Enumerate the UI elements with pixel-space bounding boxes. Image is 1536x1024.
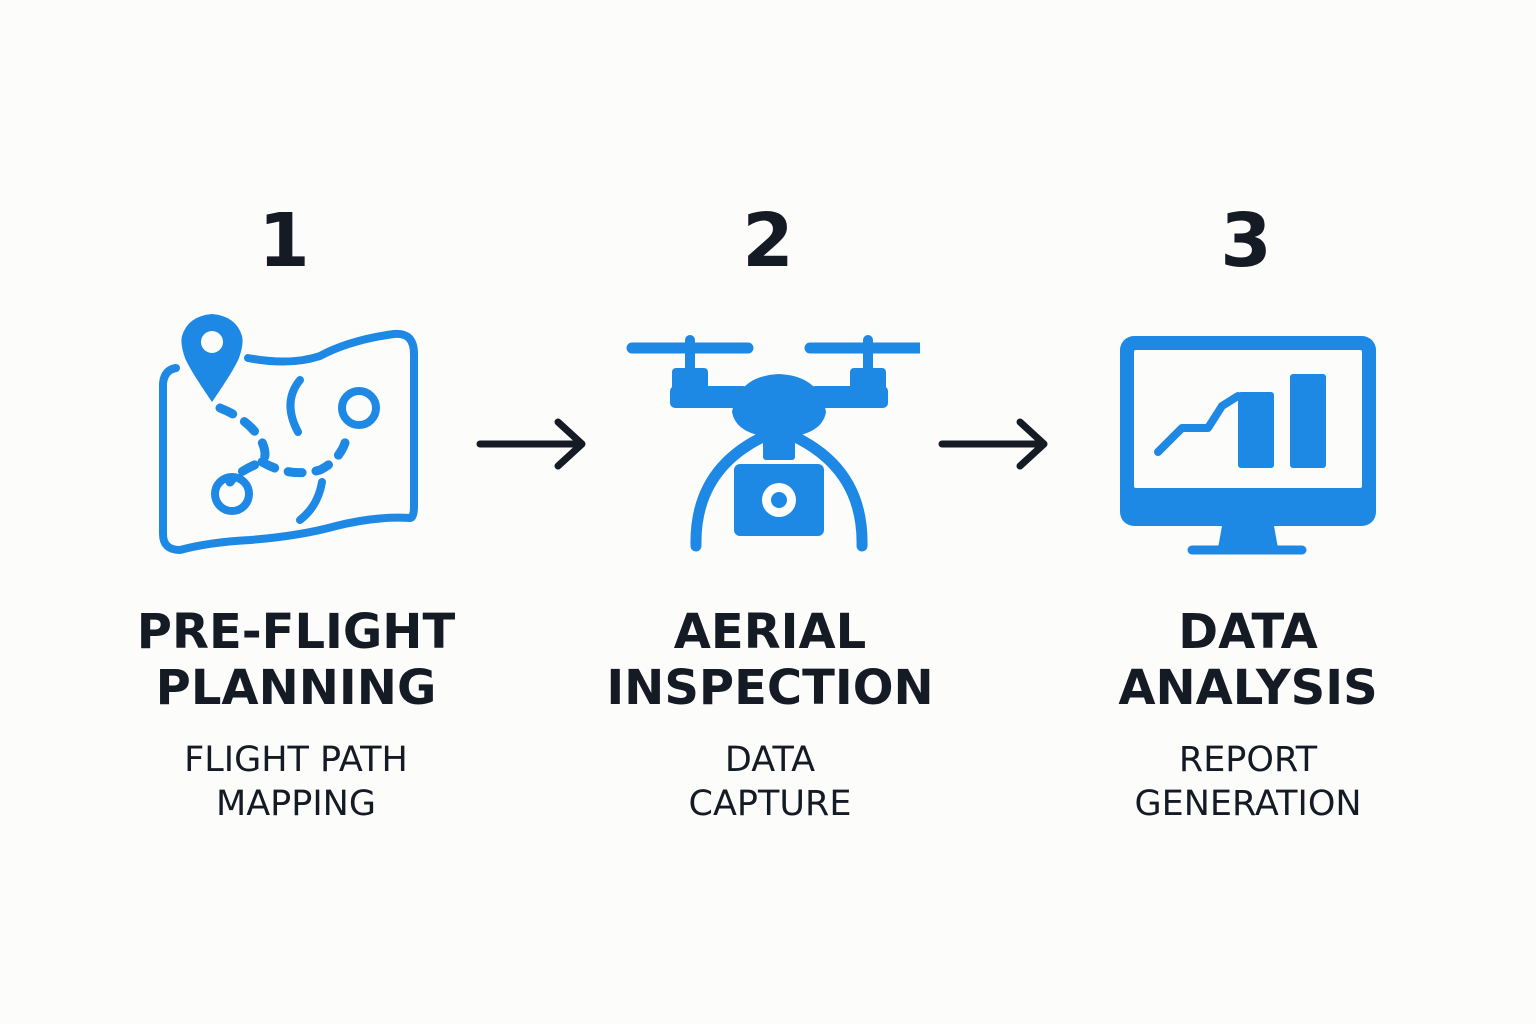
step-title-line: DATA — [1178, 604, 1318, 660]
step-number: 2 — [742, 198, 794, 284]
step-subtitle: REPORT GENERATION — [1038, 738, 1458, 826]
step-subtitle: DATA CAPTURE — [560, 738, 980, 826]
arrow-right-icon — [938, 418, 1048, 470]
monitor-chart-icon — [1120, 336, 1376, 555]
step-subtitle-line: DATA — [724, 740, 816, 780]
step-number: 1 — [258, 198, 310, 284]
step-title: AERIAL INSPECTION — [560, 604, 980, 716]
step-title: DATA ANALYSIS — [1038, 604, 1458, 716]
drone-camera-icon — [626, 335, 920, 552]
step-subtitle-line: REPORT — [1178, 740, 1318, 780]
step-pre-flight-planning: 1 PRE-FLIGHT PLANNING FLIGHT PATH MAPPIN… — [86, 0, 506, 1024]
step-subtitle-line: GENERATION — [1134, 784, 1362, 824]
step-title-line: INSPECTION — [606, 660, 934, 716]
step-subtitle-line: CAPTURE — [688, 784, 852, 824]
step-number: 3 — [1220, 198, 1272, 284]
step-subtitle-line: FLIGHT PATH — [184, 740, 408, 780]
step-aerial-inspection: 2 AERIAL INSPECTION DATA CAPTURE — [560, 0, 980, 1024]
step-title-line: ANALYSIS — [1118, 660, 1378, 716]
step-data-analysis: 3 DATA ANALYSIS REPORT GENERATION — [1038, 0, 1458, 1024]
arrow-right-icon — [476, 418, 586, 470]
step-title-line: AERIAL — [673, 604, 867, 660]
map-route-icon — [159, 314, 418, 554]
step-subtitle-line: MAPPING — [216, 784, 376, 824]
step-title-line: PRE-FLIGHT — [136, 604, 456, 660]
step-subtitle: FLIGHT PATH MAPPING — [86, 738, 506, 826]
step-title-line: PLANNING — [155, 660, 437, 716]
step-title: PRE-FLIGHT PLANNING — [86, 604, 506, 716]
